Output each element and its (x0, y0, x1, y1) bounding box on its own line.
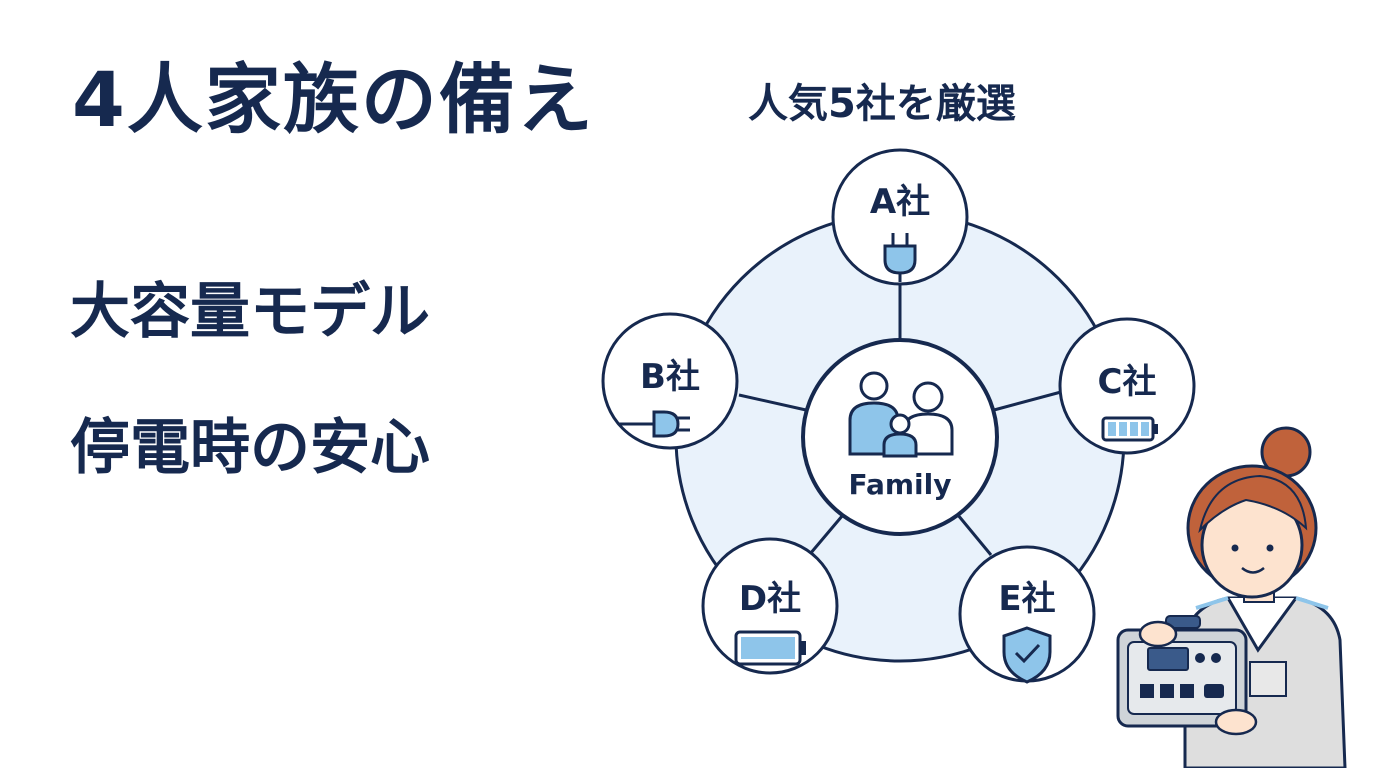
tagline-capacity: 大容量モデル (70, 277, 430, 347)
battery-icon (1101, 416, 1158, 442)
plug-icon (883, 233, 917, 282)
center-label: Family (848, 468, 951, 501)
company-node-d: D社 (701, 537, 839, 675)
page-subtitle: 人気5社を厳選 (748, 81, 1016, 127)
company-label-e: E社 (998, 579, 1055, 619)
company-node-c: C社 (1058, 317, 1196, 455)
company-label-a: A社 (870, 182, 930, 222)
company-label-d: D社 (739, 579, 801, 619)
company-node-b: B社 (601, 312, 739, 450)
shield-check-icon (1002, 626, 1052, 684)
page-title: 4人家族の備え (72, 55, 595, 144)
company-label-c: C社 (1098, 362, 1157, 402)
family-icon (848, 371, 954, 458)
company-node-a: A社 (831, 148, 969, 286)
center-node-family: Family (801, 338, 999, 536)
battery-icon (734, 630, 806, 666)
company-node-e: E社 (958, 545, 1096, 684)
woman-with-power-station-illustration (1116, 426, 1347, 768)
company-label-b: B社 (640, 357, 700, 397)
plug-icon (618, 410, 690, 438)
tagline-outage: 停電時の安心 (70, 413, 430, 483)
